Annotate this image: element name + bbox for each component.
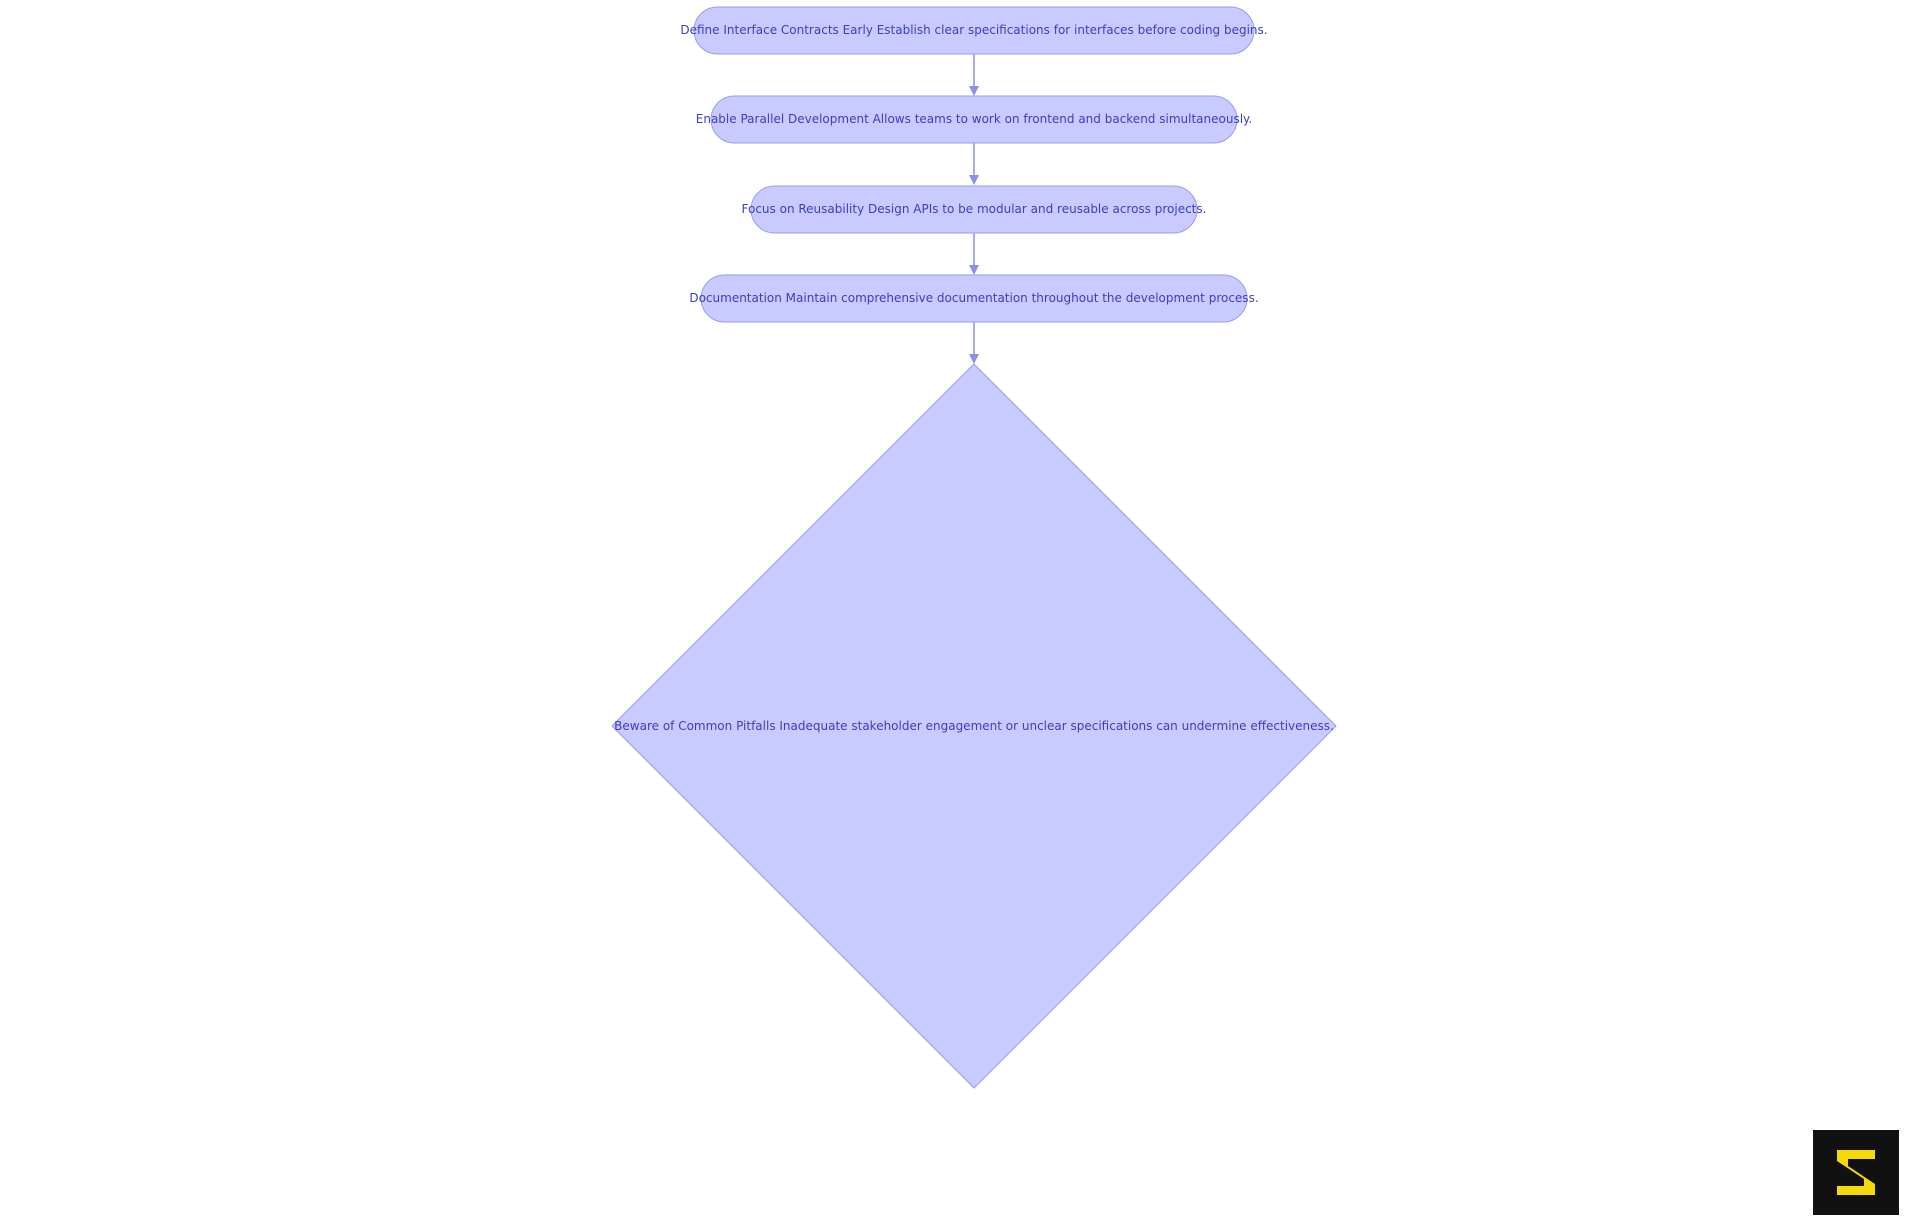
flow-node-label: Focus on Reusability Design APIs to be m… xyxy=(742,202,1207,216)
flow-node-label: Enable Parallel Development Allows teams… xyxy=(696,112,1252,126)
flow-node-beware-common-pitfalls: Beware of Common Pitfalls Inadequate sta… xyxy=(611,363,1337,1089)
edge-n2-n3 xyxy=(969,143,979,185)
flow-node-label: Beware of Common Pitfalls Inadequate sta… xyxy=(614,719,1334,733)
edge-n1-n2 xyxy=(969,54,979,96)
flow-node-label: Define Interface Contracts Early Establi… xyxy=(680,23,1267,37)
s-logo-icon xyxy=(1813,1130,1899,1215)
flow-node-label: Documentation Maintain comprehensive doc… xyxy=(689,291,1258,305)
edge-n4-n5 xyxy=(969,322,979,364)
flow-node-enable-parallel-development: Enable Parallel Development Allows teams… xyxy=(696,95,1252,144)
edge-n3-n4 xyxy=(969,233,979,275)
flow-node-documentation: Documentation Maintain comprehensive doc… xyxy=(689,274,1259,323)
flow-node-focus-on-reusability: Focus on Reusability Design APIs to be m… xyxy=(742,185,1207,234)
flow-node-define-interface-contracts: Define Interface Contracts Early Establi… xyxy=(680,6,1268,55)
s-logo-mark xyxy=(1837,1150,1875,1195)
